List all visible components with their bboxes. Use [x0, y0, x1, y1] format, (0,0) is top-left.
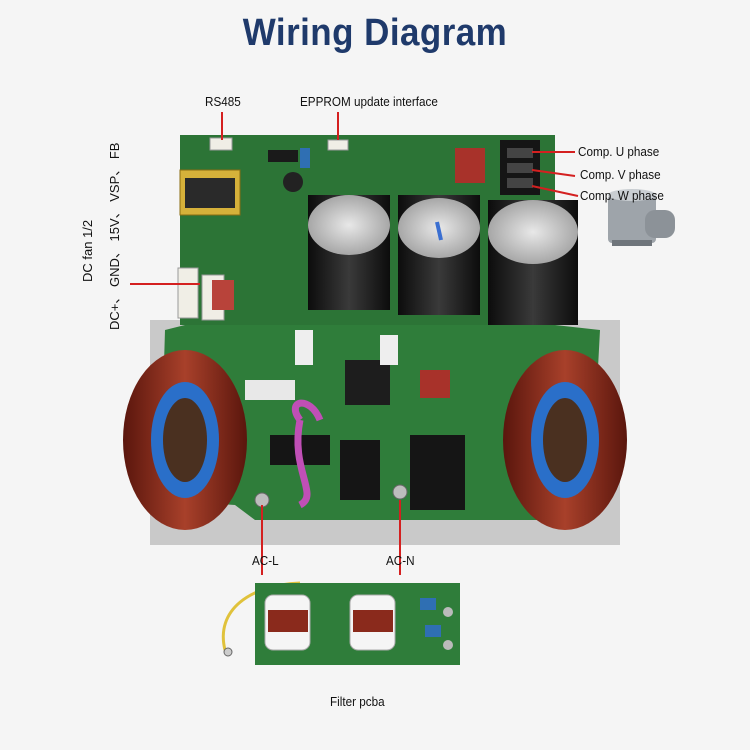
relay	[410, 435, 465, 510]
dc-pins-label: DC+、 GND、 15V、 VSP、 FB	[107, 142, 122, 330]
ac-n-screw	[392, 484, 408, 500]
comp-v-label: Comp. V phase	[580, 167, 661, 182]
ac-n-label: AC-N	[386, 553, 415, 568]
fan-connector-1	[177, 267, 199, 319]
left-inductor-coil	[123, 350, 247, 530]
page-title: Wiring Diagram	[242, 12, 508, 54]
filter-pcba-board	[221, 581, 460, 665]
compressor-icon	[608, 189, 675, 246]
callout-lines	[130, 112, 579, 575]
right-inductor-coil	[503, 350, 627, 530]
dc-fan-label: DC fan 1/2	[80, 219, 95, 282]
comp-w-label: Comp. W phase	[580, 188, 664, 203]
epprom-connector	[327, 139, 349, 151]
rs485-label: RS485	[205, 94, 241, 109]
ac-l-label: AC-L	[252, 553, 279, 568]
filter-pcba-label: Filter pcba	[330, 694, 385, 709]
epprom-label: EPPROM update interface	[300, 94, 438, 109]
ac-l-screw	[254, 492, 270, 508]
bulk-capacitors	[308, 195, 578, 325]
comp-u-label: Comp. U phase	[578, 144, 660, 159]
small-capacitor	[283, 172, 303, 192]
